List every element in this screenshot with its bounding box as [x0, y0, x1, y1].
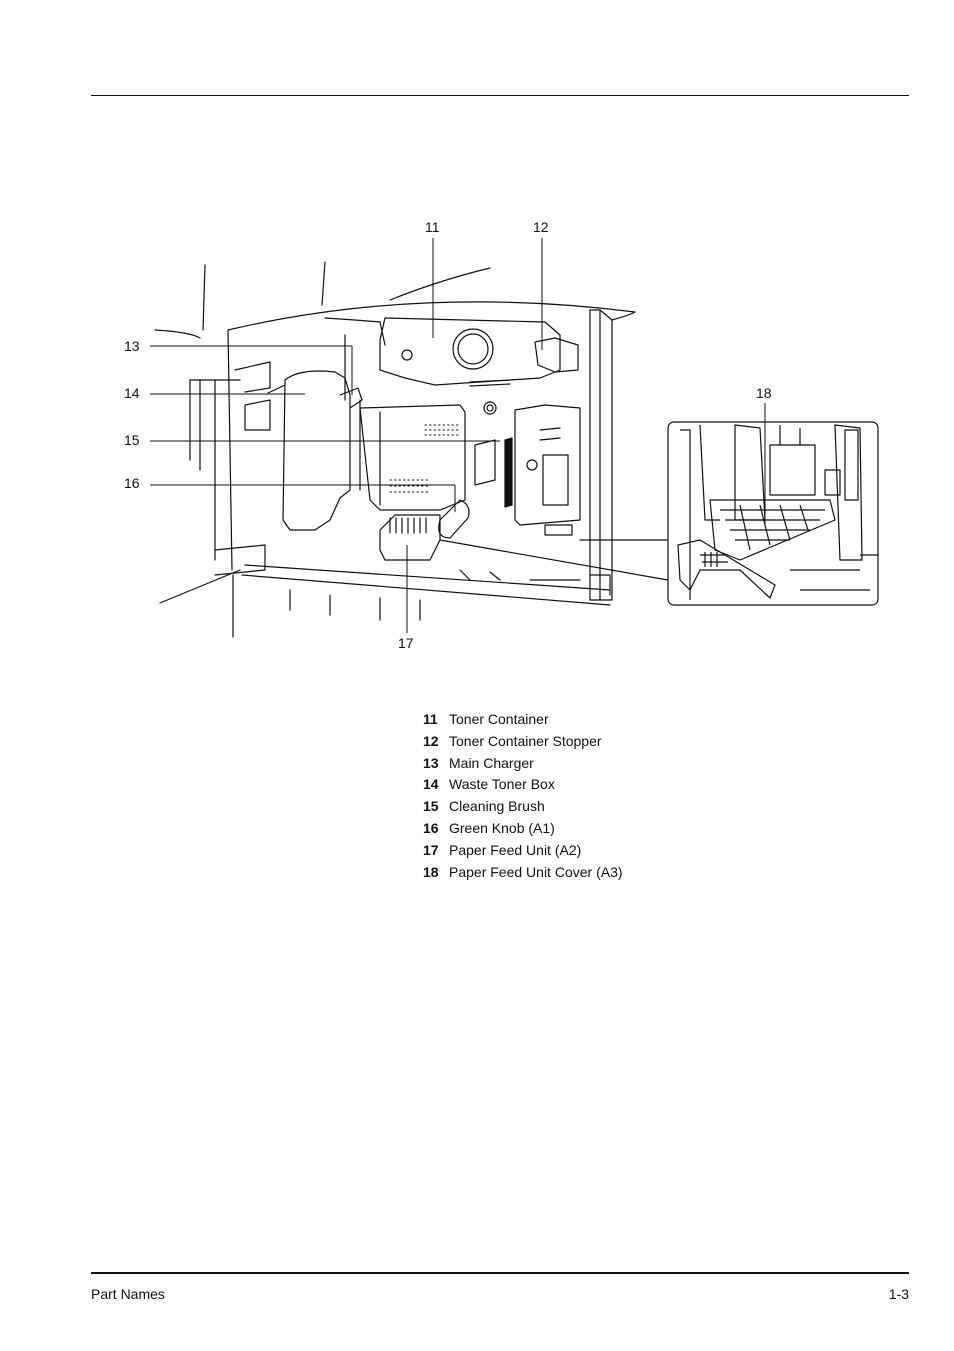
legend-label: Main Charger: [449, 754, 534, 771]
legend-label: Paper Feed Unit (A2): [449, 841, 582, 858]
callout-17: 17: [398, 635, 414, 651]
footer-rule: [91, 1272, 909, 1274]
legend-label: Green Knob (A1): [449, 819, 555, 836]
callout-13: 13: [124, 338, 140, 354]
footer-section-title: Part Names: [91, 1286, 165, 1302]
legend-label: Waste Toner Box: [449, 776, 555, 793]
parts-legend: 11 Toner Container 12 Toner Container Stop…: [423, 709, 623, 883]
legend-label: Toner Container Stopper: [449, 732, 602, 749]
legend-item: 16 Green Knob (A1): [423, 818, 623, 840]
callout-leaders: [150, 238, 766, 633]
footer-page-number: 1-3: [888, 1286, 909, 1302]
legend-item: 15 Cleaning Brush: [423, 796, 623, 818]
legend-number: 13: [423, 754, 439, 771]
legend-number: 11: [423, 711, 438, 727]
legend-number: 17: [423, 841, 439, 858]
inset-paper-feed-cover: [667, 421, 879, 606]
callout-18: 18: [756, 385, 772, 401]
legend-item: 14 Waste Toner Box: [423, 774, 623, 796]
header-rule: [91, 95, 909, 96]
legend-item: 18 Paper Feed Unit Cover (A3): [423, 862, 623, 884]
legend-label: Toner Container: [449, 711, 549, 727]
legend-label: Paper Feed Unit Cover (A3): [449, 863, 623, 880]
legend-item: 11 Toner Container: [423, 709, 623, 731]
callout-14: 14: [124, 385, 140, 401]
legend-number: 12: [423, 732, 439, 749]
legend-number: 15: [423, 798, 439, 815]
legend-item: 17 Paper Feed Unit (A2): [423, 840, 623, 862]
callout-11: 11: [425, 219, 440, 235]
legend-item: 13 Main Charger: [423, 753, 623, 775]
legend-number: 14: [423, 776, 439, 793]
copier-interior-illustration: 11 12 13 14 15 16 17 18: [124, 219, 879, 651]
legend-number: 16: [423, 819, 439, 836]
legend-label: Cleaning Brush: [449, 798, 545, 815]
legend-number: 18: [423, 863, 439, 880]
legend-item: 12 Toner Container Stopper: [423, 731, 623, 753]
machine-drawing: [154, 261, 669, 638]
callout-15: 15: [124, 432, 140, 448]
callout-16: 16: [124, 475, 140, 491]
callout-12: 12: [533, 219, 549, 235]
